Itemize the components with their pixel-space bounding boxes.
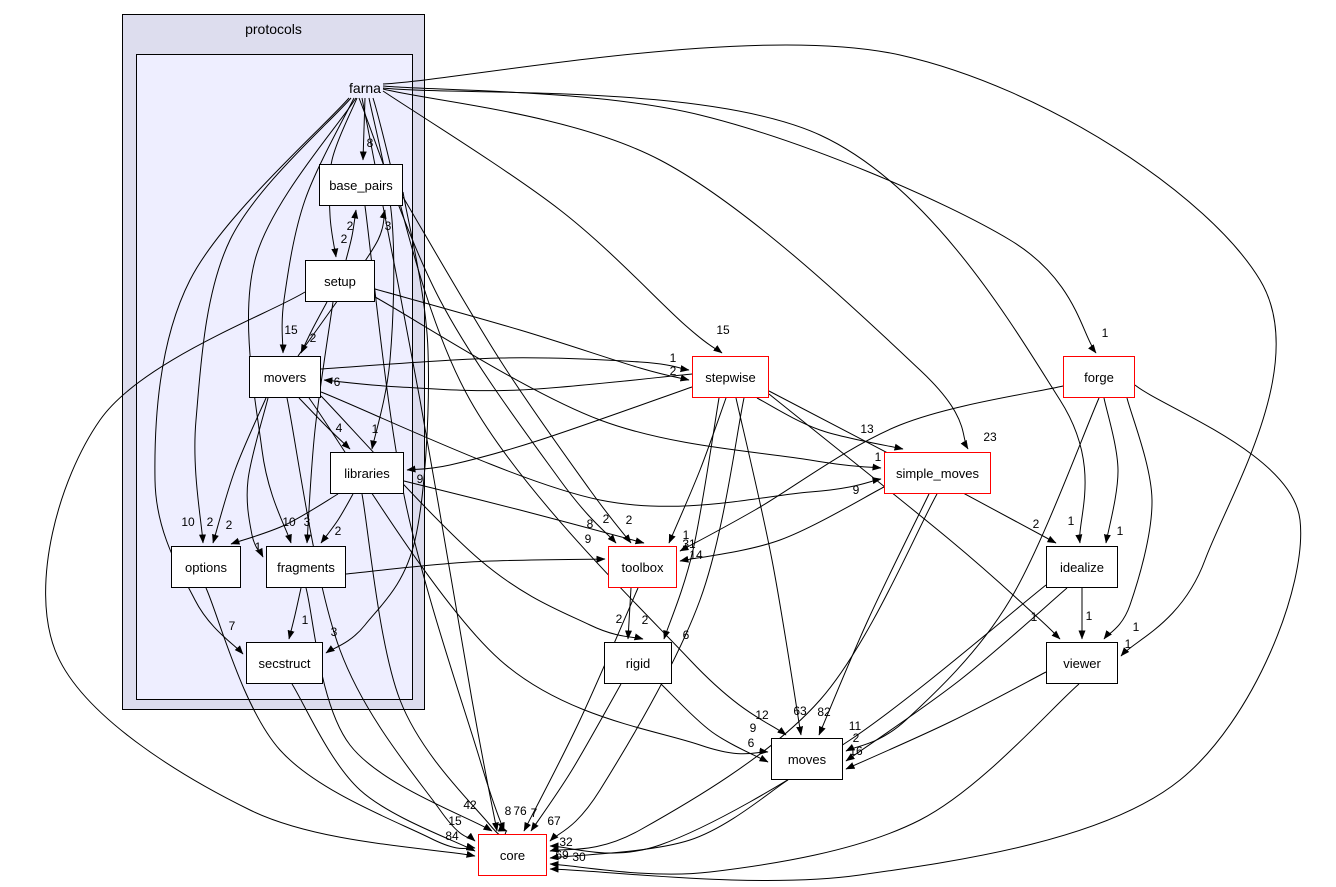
edge-label-simple_moves-core: 32 xyxy=(559,835,573,849)
edge-label-stepwise-moves: 63 xyxy=(793,704,807,718)
edge-setup-simple_moves xyxy=(374,296,882,471)
edge-label-idealize-viewer: 1 xyxy=(1086,609,1093,623)
edge-label-movers-moves: 9 xyxy=(750,721,757,735)
edge-label-farna-idealize: 1 xyxy=(1068,514,1075,528)
edge-label-simple_moves-moves: 82 xyxy=(817,705,831,719)
node-toolbox[interactable]: toolbox xyxy=(608,546,677,588)
edge-label-forge-moves: 11 xyxy=(849,719,862,733)
edge-label-farna-viewer: 1 xyxy=(1125,637,1132,651)
edge-toolbox-rigid xyxy=(625,587,632,640)
edge-stepwise-libraries xyxy=(406,386,693,473)
edge-label-setup-simple_moves: 1 xyxy=(875,450,882,464)
edge-label-fragments-toolbox: 9 xyxy=(585,532,592,546)
cluster-protocols-label: protocols xyxy=(245,21,302,37)
edge-label-options-core: 15 xyxy=(448,814,462,828)
node-moves[interactable]: moves xyxy=(771,738,843,780)
edge-label-rigid-core: 7 xyxy=(531,806,538,820)
edge-stepwise-simple_moves xyxy=(756,397,904,451)
edge-label-setup-stepwise: 2 xyxy=(670,364,677,378)
node-idealize[interactable]: idealize xyxy=(1046,546,1118,588)
node-options[interactable]: options xyxy=(171,546,241,588)
edge-stepwise-viewer xyxy=(768,393,1061,640)
edge-label-toolbox-rigid: 2 xyxy=(616,612,623,626)
edge-label-moves-core: 69 xyxy=(555,848,569,862)
edge-label-stepwise-idealize: 2 xyxy=(1033,517,1040,531)
edge-label-stepwise-simple_moves: 13 xyxy=(860,422,874,436)
edge-label-forge-idealize: 1 xyxy=(1117,524,1124,538)
edge-farna-forge xyxy=(382,85,1097,354)
edge-rigid-core xyxy=(530,683,622,832)
edge-forge-idealize xyxy=(1103,397,1119,544)
node-farna: farna xyxy=(349,80,381,96)
edge-label-stepwise-core: 67 xyxy=(547,814,561,828)
edge-label-viewer-moves: 16 xyxy=(849,744,863,758)
edge-forge-toolbox xyxy=(679,385,1064,552)
node-rigid[interactable]: rigid xyxy=(604,642,672,684)
node-simple_moves[interactable]: simple_moves xyxy=(884,452,991,494)
edge-moves-core xyxy=(549,779,789,861)
edge-simple_moves-moves xyxy=(818,493,930,736)
edge-stepwise-toolbox xyxy=(668,397,727,544)
edge-label-farna-toolbox: 8 xyxy=(587,517,594,531)
edge-label-idealize-moves: 2 xyxy=(853,731,860,745)
edge-label-forge-toolbox: 1 xyxy=(683,528,690,542)
edge-label-farna-stepwise: 15 xyxy=(716,323,730,337)
edge-farna-moves xyxy=(372,97,787,736)
edge-label-movers-rigid: 2 xyxy=(642,613,649,627)
edge-label-toolbox-core: 76 xyxy=(513,804,527,818)
node-viewer[interactable]: viewer xyxy=(1046,642,1118,684)
edge-farna-stepwise xyxy=(382,90,723,354)
edge-label-forge-viewer: 1 xyxy=(1133,620,1140,634)
edge-label-farna-simple_moves: 23 xyxy=(983,430,997,444)
node-libraries[interactable]: libraries xyxy=(330,452,404,494)
edge-idealize-moves xyxy=(845,587,1068,762)
edge-label-stepwise-viewer: 1 xyxy=(1031,610,1038,624)
edge-base_pairs-toolbox xyxy=(402,196,632,544)
edge-label-farna-moves: 12 xyxy=(755,708,769,722)
node-base_pairs[interactable]: base_pairs xyxy=(319,164,403,206)
node-fragments[interactable]: fragments xyxy=(266,546,346,588)
edge-stepwise-core xyxy=(549,397,745,842)
edge-label-base_pairs-core: 8 xyxy=(505,804,512,818)
edge-label-viewer-core: 30 xyxy=(572,850,586,864)
edge-libraries-toolbox xyxy=(403,480,645,545)
edge-label-stepwise-toolbox: 31 xyxy=(682,537,696,551)
edge-rigid-moves xyxy=(660,683,769,763)
edge-label-rigid-moves: 6 xyxy=(748,736,755,750)
edge-label-farna-forge: 1 xyxy=(1102,326,1109,340)
edge-label-stepwise-rigid: 6 xyxy=(683,628,690,642)
edge-label-base_pairs-toolbox: 2 xyxy=(603,512,610,526)
edge-toolbox-core xyxy=(523,587,639,832)
node-movers[interactable]: movers xyxy=(249,356,321,398)
edge-label-libraries-toolbox: 2 xyxy=(626,513,633,527)
edge-viewer-moves xyxy=(845,671,1047,770)
edge-idealize-core xyxy=(549,584,1047,854)
edge-farna-viewer xyxy=(382,44,1277,657)
edge-label-farna-core: 42 xyxy=(463,798,477,812)
node-stepwise[interactable]: stepwise xyxy=(692,356,769,398)
edge-farna-simple_moves xyxy=(382,88,969,450)
edge-stepwise-rigid xyxy=(663,397,720,640)
node-core[interactable]: core xyxy=(478,834,547,876)
edge-simple_moves-toolbox xyxy=(679,486,885,563)
edge-label-movers-simple_moves: 9 xyxy=(853,483,860,497)
edge-forge-viewer xyxy=(1103,397,1153,640)
edge-label-simple_moves-toolbox: 14 xyxy=(689,548,703,562)
edge-stepwise-moves xyxy=(735,397,804,736)
node-forge[interactable]: forge xyxy=(1063,356,1135,398)
edge-label-movers-stepwise: 1 xyxy=(670,351,677,365)
node-secstruct[interactable]: secstruct xyxy=(246,642,323,684)
node-setup[interactable]: setup xyxy=(305,260,375,302)
edge-label-movers-core: 84 xyxy=(445,829,459,843)
